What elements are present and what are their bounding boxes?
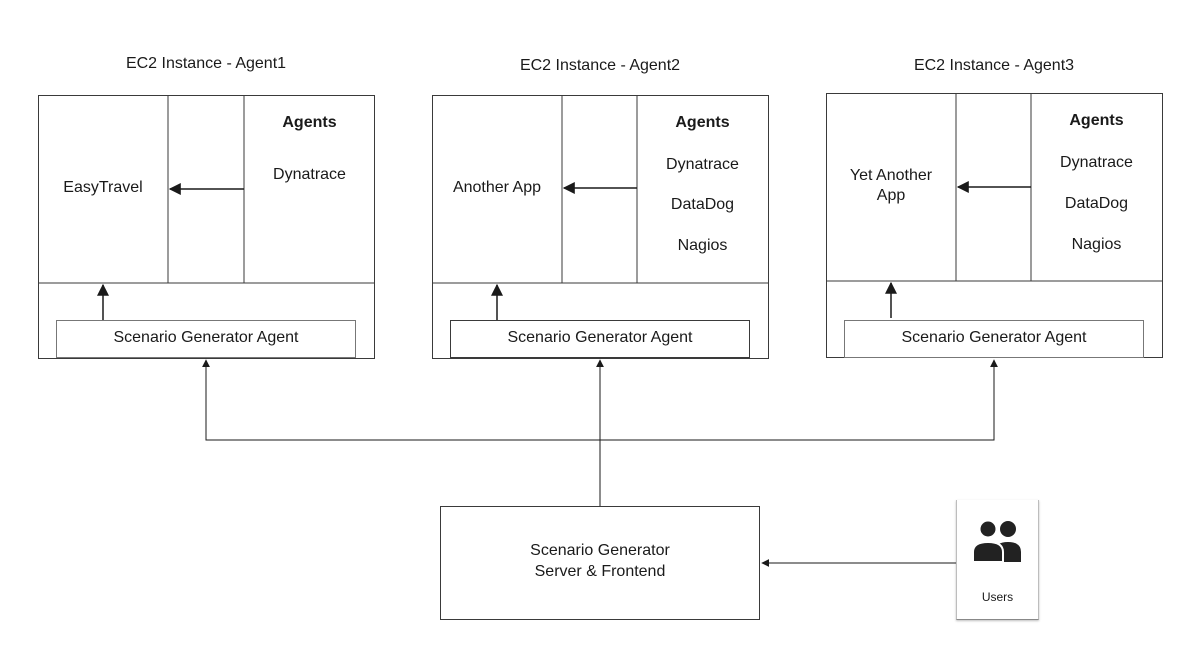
ec2-instance-agent2[interactable] — [432, 95, 769, 359]
agent-item-dynatrace: Dynatrace — [666, 156, 739, 173]
instance-title: EC2 Instance - Agent3 — [913, 57, 1075, 74]
scenario-generator-agent-box[interactable] — [844, 320, 1144, 358]
scenario-generator-agent-label: Scenario Generator Agent — [507, 329, 693, 346]
scenario-generator-agent-box[interactable] — [56, 320, 356, 358]
app-label: EasyTravel — [63, 179, 143, 196]
agents-heading: Agents — [675, 114, 730, 131]
scenario-generator-server-box[interactable] — [440, 506, 760, 620]
scenario-generator-agent-label: Scenario Generator Agent — [113, 329, 299, 346]
scenario-generator-agent-label: Scenario Generator Agent — [901, 329, 1087, 346]
server-label-line1: Scenario Generator — [530, 542, 670, 559]
agent-item-nagios: Nagios — [1071, 236, 1122, 253]
instance-title: EC2 Instance - Agent2 — [519, 57, 681, 74]
ec2-instance-agent1[interactable] — [38, 95, 375, 359]
users-card[interactable]: Users — [956, 500, 1039, 620]
agent-item-datadog: DataDog — [1064, 195, 1129, 212]
agent-item-dynatrace: Dynatrace — [273, 166, 346, 183]
server-branch-right — [600, 359, 998, 441]
server-label-line2: Server & Frontend — [534, 563, 666, 580]
agents-heading: Agents — [1069, 112, 1124, 129]
app-label: Yet Another App — [849, 167, 933, 204]
agent-item-datadog: DataDog — [670, 196, 735, 213]
server-branch-left — [202, 359, 600, 441]
scenario-generator-agent-box[interactable] — [450, 320, 750, 358]
app-label: Another App — [452, 179, 542, 196]
instance-title: EC2 Instance - Agent1 — [125, 55, 287, 72]
ec2-instance-agent3[interactable] — [826, 93, 1163, 358]
agent-item-dynatrace: Dynatrace — [1060, 154, 1133, 171]
agents-heading: Agents — [282, 114, 337, 131]
agent-item-nagios: Nagios — [677, 237, 728, 254]
users-label: Users — [981, 590, 1014, 604]
users-icon — [972, 519, 1021, 562]
